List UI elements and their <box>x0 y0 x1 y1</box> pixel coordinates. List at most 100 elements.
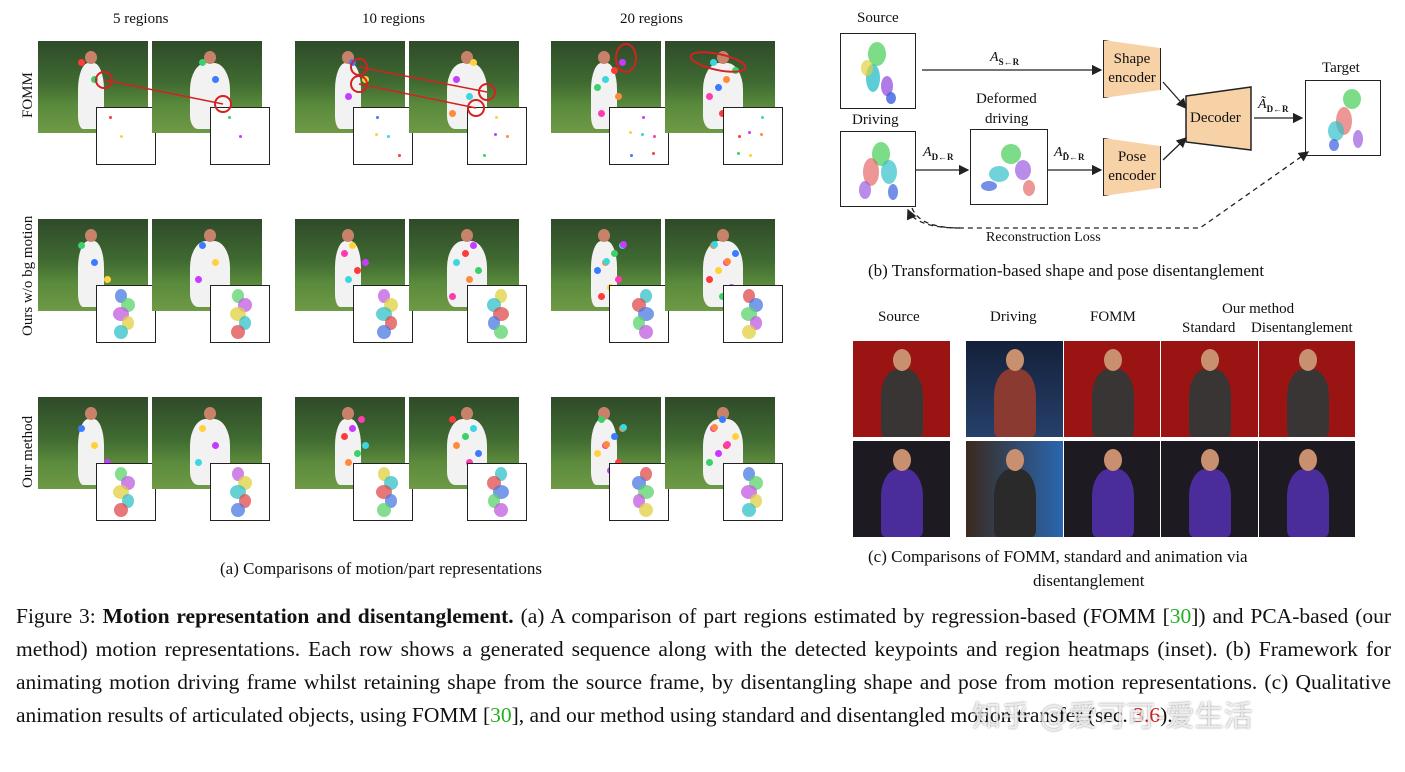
inset-point <box>738 135 741 138</box>
speaker-figure <box>994 469 1036 537</box>
heatmap-blobs <box>741 467 763 517</box>
highlight-ellipse <box>689 51 747 73</box>
person-head <box>717 229 729 242</box>
talk-frame <box>1064 341 1160 437</box>
keypoint-dot <box>719 293 726 300</box>
keypoint-dot <box>598 110 605 117</box>
highlight-circle <box>478 83 496 101</box>
inset-point <box>506 135 509 138</box>
citation-link-30[interactable]: 30 <box>1169 604 1192 628</box>
speaker-head <box>1299 449 1317 471</box>
inset-point <box>120 135 123 138</box>
keypoint-dot <box>212 259 219 266</box>
keypoint-dot <box>620 241 627 248</box>
speaker-head <box>893 449 911 471</box>
heatmap-blob <box>639 325 653 339</box>
person-head <box>342 407 354 420</box>
col-header-20: 20 regions <box>620 11 683 27</box>
region-heatmap-inset <box>723 285 783 343</box>
keypoint-dot <box>711 241 718 248</box>
keypoint-dot <box>358 416 365 423</box>
keypoint-dot <box>706 459 713 466</box>
heatmap-blob <box>377 503 391 517</box>
person-head <box>85 229 97 242</box>
a-dt-r-symbol: A <box>1054 145 1063 160</box>
keypoint-dot <box>449 416 456 423</box>
region-heatmap-inset <box>96 107 156 165</box>
caption-text-4: ). <box>1160 703 1173 727</box>
heatmap-blob <box>231 325 245 339</box>
keypoint-dot <box>602 76 609 83</box>
highlight-ellipse <box>615 43 637 73</box>
keypoint-dot <box>619 59 626 66</box>
caption-text-2: ]) and PCA-based (our method) motion rep… <box>16 604 1392 727</box>
heatmap-blobs <box>632 289 654 339</box>
speaker-figure <box>1287 469 1329 537</box>
keypoint-dot <box>341 433 348 440</box>
pose-encoder-line1: Pose <box>1117 149 1147 165</box>
deformed-heatmap <box>970 129 1048 205</box>
region-heatmap-inset <box>609 107 669 165</box>
keypoint-dot <box>706 93 713 100</box>
region-heatmap-inset <box>210 285 270 343</box>
person-head <box>85 407 97 420</box>
driving-label: Driving <box>852 112 899 128</box>
row-label-ours-wo-bg: Ours w/o bg motion <box>20 215 36 336</box>
person-head <box>342 229 354 242</box>
row-label-our-method: Our method <box>20 415 36 488</box>
driving-heatmap <box>840 131 916 207</box>
heatmap-blob <box>494 503 508 517</box>
a-s-r-sub: S←R <box>998 56 1020 67</box>
highlight-circle <box>214 95 232 113</box>
speaker-head <box>1006 449 1024 471</box>
decoder-shape <box>1185 86 1252 151</box>
citation-link-30-b[interactable]: 30 <box>490 703 512 727</box>
inset-point <box>629 131 632 134</box>
speaker-head <box>1201 449 1219 471</box>
shape-encoder-line1: Shape <box>1113 51 1151 67</box>
speaker-head <box>1104 449 1122 471</box>
region-heatmap-inset <box>353 285 413 343</box>
speaker-head <box>1104 349 1122 371</box>
a-dt-r-sub: D̃←R <box>1062 151 1085 162</box>
keypoint-dot <box>212 442 219 449</box>
correspondence-line <box>103 79 224 105</box>
inset-point <box>737 152 740 155</box>
person-head <box>85 51 97 64</box>
keypoint-dot <box>620 424 627 431</box>
region-heatmap-inset <box>96 285 156 343</box>
region-heatmap-inset <box>723 463 783 521</box>
caption-title: Motion representation and disentanglemen… <box>102 604 514 628</box>
region-heatmap-inset <box>609 463 669 521</box>
keypoint-dot <box>104 276 111 283</box>
speaker-figure <box>1189 469 1231 537</box>
a-out-label: ÃD←R <box>1258 97 1289 114</box>
keypoint-dot <box>594 84 601 91</box>
person-head <box>461 407 473 420</box>
keypoint-dot <box>470 59 477 66</box>
c-header-driving: Driving <box>990 309 1037 325</box>
heatmap-blob <box>231 503 245 517</box>
keypoint-dot <box>449 110 456 117</box>
keypoint-dot <box>724 441 731 448</box>
heatmap-blobs <box>376 467 398 517</box>
panel-a-caption: (a) Comparisons of motion/part represent… <box>220 559 542 578</box>
talk-frame <box>1161 341 1258 437</box>
speaker-figure <box>881 469 923 537</box>
keypoint-dot <box>453 442 460 449</box>
shape-encoder: Shape encoder <box>1103 40 1161 98</box>
region-heatmap-inset <box>210 463 270 521</box>
keypoint-dot <box>706 276 713 283</box>
section-link-3-6[interactable]: 3.6 <box>1133 703 1161 727</box>
region-heatmap-inset <box>96 463 156 521</box>
keypoint-dot <box>598 416 605 423</box>
region-heatmap-inset <box>210 107 270 165</box>
col-header-10: 10 regions <box>362 11 425 27</box>
keypoint-dot <box>715 450 722 457</box>
keypoint-dot <box>470 242 477 249</box>
keypoint-dot <box>615 459 622 466</box>
keypoint-dot <box>466 93 473 100</box>
person-head <box>204 51 216 64</box>
keypoint-dot <box>354 267 361 274</box>
shape-encoder-line2: encoder <box>1108 70 1156 86</box>
